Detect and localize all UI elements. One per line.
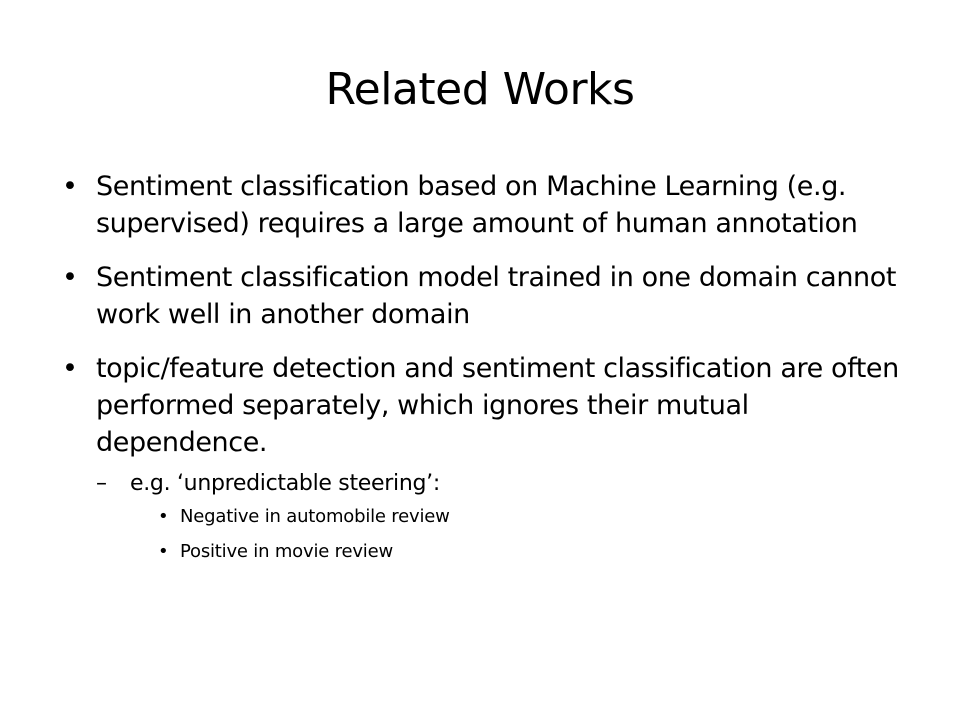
bullet-item: • Sentiment classification model trained… [62,259,922,333]
bullet-text: Sentiment classification based on Machin… [96,171,858,239]
sub-sub-bullet-item: • Negative in automobile review [158,504,922,530]
bullet-text: Sentiment classification model trained i… [96,262,897,330]
bullet-icon: • [62,353,78,384]
sub-sub-bullet-list: • Negative in automobile review • Positi… [158,504,922,565]
sub-bullet-item: – e.g. ‘unpredictable steering’: • Negat… [96,469,922,565]
bullet-list: • Sentiment classification based on Mach… [62,168,922,582]
bullet-icon: • [62,171,78,202]
sub-sub-bullet-text: Positive in movie review [180,541,393,562]
sub-sub-bullet-item: • Positive in movie review [158,539,922,565]
dash-icon: – [96,471,107,496]
sub-bullet-text: e.g. ‘unpredictable steering’: [130,471,440,496]
bullet-icon: • [158,541,169,562]
bullet-item: • topic/feature detection and sentiment … [62,350,922,565]
slide-title: Related Works [325,64,635,115]
bullet-icon: • [158,506,169,527]
bullet-icon: • [62,262,78,293]
bullet-item: • Sentiment classification based on Mach… [62,168,922,242]
sub-bullet-list: – e.g. ‘unpredictable steering’: • Negat… [96,469,922,565]
bullet-text: topic/feature detection and sentiment cl… [96,353,899,458]
sub-sub-bullet-text: Negative in automobile review [180,506,450,527]
